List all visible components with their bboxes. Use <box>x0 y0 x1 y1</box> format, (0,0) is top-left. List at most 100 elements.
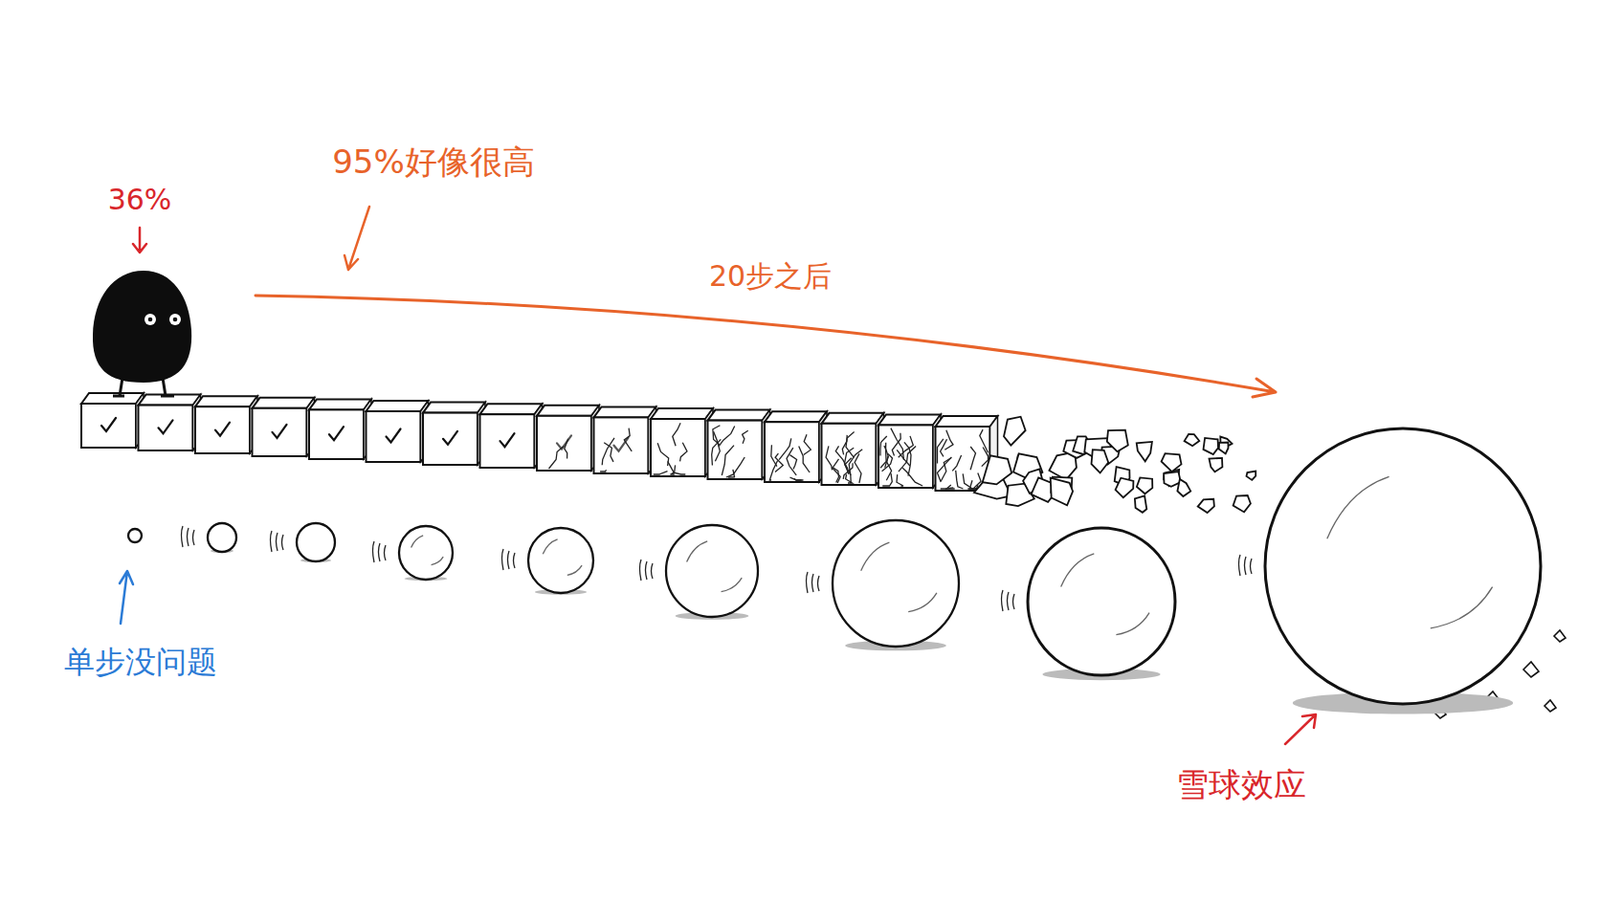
motion-mark <box>282 534 285 551</box>
ball-texture <box>687 541 709 563</box>
crack-line <box>742 430 749 445</box>
step-block <box>935 426 991 491</box>
crack-line <box>721 445 734 476</box>
snowball <box>666 525 758 618</box>
creature-foot <box>112 395 125 399</box>
creature-leg <box>162 377 166 397</box>
crack-line <box>955 470 964 489</box>
check-mark <box>272 424 288 439</box>
block-top <box>422 402 486 414</box>
step-block <box>650 419 706 477</box>
creature-pupil <box>148 317 154 323</box>
motion-mark <box>1013 594 1016 610</box>
crack-line <box>882 473 892 487</box>
snowball <box>207 523 237 553</box>
rubble-piece <box>1050 478 1073 507</box>
ball-texture <box>908 593 937 613</box>
crack-line <box>880 436 888 457</box>
rubble-piece <box>1134 496 1147 513</box>
percent-label: 36% <box>108 183 173 216</box>
snowballs <box>128 428 1541 715</box>
motion-mark <box>1001 590 1004 612</box>
crack-line <box>680 443 688 463</box>
motion-mark <box>651 563 654 579</box>
crack-line <box>794 478 804 481</box>
crack-line <box>769 461 778 482</box>
check-mark <box>329 426 344 441</box>
crack-line <box>786 447 797 476</box>
crack-line <box>789 455 797 470</box>
motion-mark <box>508 551 511 570</box>
crack-line <box>940 458 952 483</box>
step-block <box>480 414 535 468</box>
block-top <box>309 399 372 410</box>
crack-line <box>979 429 989 453</box>
crack-line <box>845 474 853 484</box>
motion-mark <box>378 543 381 562</box>
step-count-label: 20步之后 <box>709 260 832 292</box>
leader-arrow <box>119 571 134 624</box>
motion-mark <box>513 553 516 569</box>
note-label: 95%好像很高 <box>332 144 535 180</box>
crack-line <box>657 443 669 467</box>
step-block <box>594 417 649 474</box>
crack-line <box>825 445 832 470</box>
ball-texture <box>1430 587 1493 629</box>
rubble <box>974 417 1566 719</box>
check-mark <box>386 429 401 444</box>
crack-line <box>778 438 792 460</box>
creature-leg <box>119 377 123 397</box>
block-top <box>366 400 429 412</box>
crack-line <box>970 446 976 470</box>
motion-mark <box>193 530 196 546</box>
step-block <box>138 405 194 451</box>
block-top <box>594 406 657 418</box>
crack-line <box>564 439 569 460</box>
block-top <box>708 410 771 422</box>
check-mark <box>443 431 458 445</box>
crack-line <box>726 457 745 478</box>
crack-line <box>940 488 955 489</box>
crack-line <box>880 443 887 469</box>
snowball <box>832 520 959 647</box>
block-top <box>480 403 543 415</box>
crack-line <box>937 457 953 483</box>
block-top <box>650 408 713 420</box>
crack-line <box>937 439 944 465</box>
rubble-piece <box>1161 453 1182 472</box>
motion-mark <box>502 549 505 571</box>
check-mark <box>101 418 116 432</box>
step-block <box>366 411 422 463</box>
rubble-piece <box>1219 443 1229 455</box>
ball-texture <box>1327 476 1390 539</box>
motion-mark <box>384 545 387 561</box>
rubble-piece <box>1136 442 1153 462</box>
check-mark <box>614 438 629 452</box>
block-top <box>138 395 201 406</box>
motion-mark <box>181 526 184 548</box>
creature-body <box>92 270 192 383</box>
snowball <box>1265 428 1541 705</box>
motion-mark <box>1007 592 1010 611</box>
check-mark <box>500 433 515 447</box>
rubble-piece <box>1523 662 1539 678</box>
leader-arrow <box>133 227 147 253</box>
creature-foot <box>160 395 175 399</box>
block-top <box>536 405 600 417</box>
crack-line <box>891 433 901 457</box>
crack-line <box>832 459 841 484</box>
block-top <box>878 414 941 425</box>
crack-line <box>969 480 978 489</box>
check-mark <box>215 422 230 437</box>
creature-eye <box>144 313 156 326</box>
crack-line <box>896 474 904 487</box>
motion-mark <box>640 559 643 581</box>
motion-mark <box>276 533 279 552</box>
motion-mark <box>645 561 648 580</box>
ball-texture <box>431 556 445 565</box>
crack-line <box>672 422 681 446</box>
block-top <box>822 413 885 424</box>
rubble-piece <box>1209 458 1223 472</box>
ball-texture <box>861 542 890 572</box>
rubble-piece <box>1198 499 1215 513</box>
